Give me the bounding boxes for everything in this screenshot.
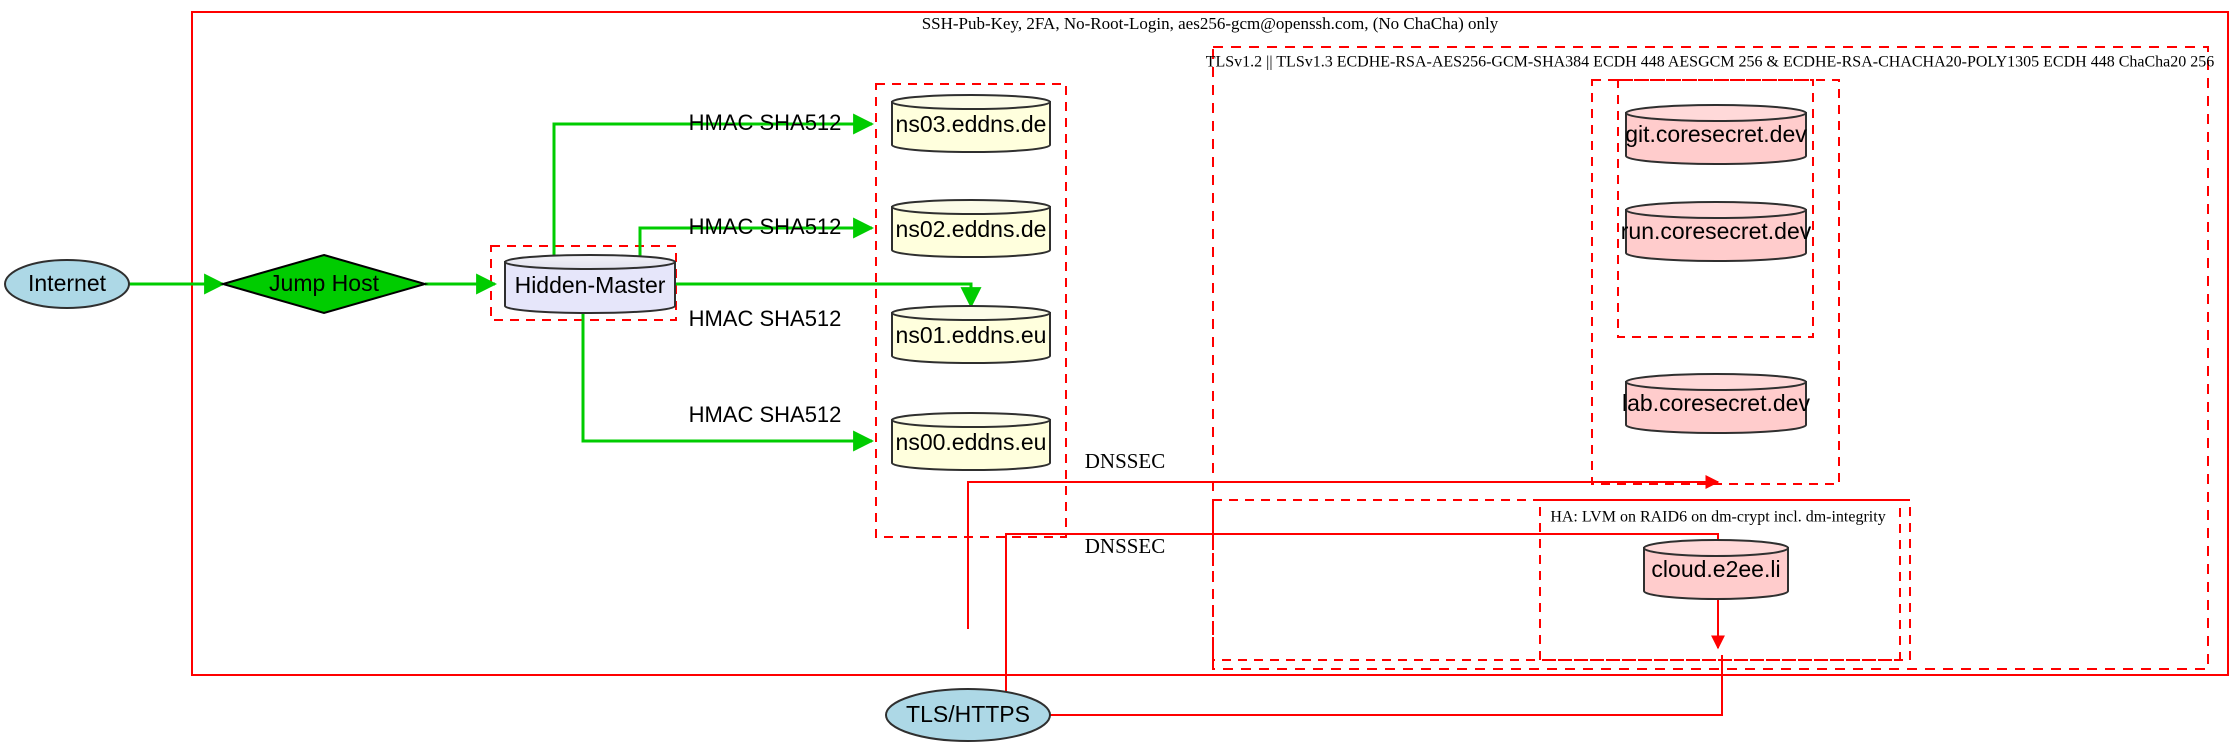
ns02-cylinder-top bbox=[891, 199, 1051, 215]
ns00-cylinder-body bbox=[891, 419, 1051, 471]
node-hidden-master-label: Hidden-Master bbox=[515, 272, 666, 298]
edge-label-hmac-ns01: HMAC SHA512 bbox=[689, 306, 842, 331]
cluster-lower-right-box bbox=[1212, 499, 1911, 661]
cluster-coresecret-inner-box bbox=[1617, 79, 1814, 338]
cluster-dns-box bbox=[875, 83, 1067, 538]
node-run-coresecret[interactable]: run.coresecret.dev bbox=[1621, 201, 1812, 262]
cluster-ssh-box bbox=[191, 11, 2229, 676]
edge-label-hmac-ns03: HMAC SHA512 bbox=[689, 110, 842, 135]
ns00-cylinder-top bbox=[891, 412, 1051, 428]
node-tls-https-label: TLS/HTTPS bbox=[906, 701, 1030, 727]
node-run-coresecret-label: run.coresecret.dev bbox=[1621, 218, 1812, 244]
edge-dnssec-lower bbox=[1005, 533, 1725, 714]
node-ns00-label: ns00.eddns.eu bbox=[896, 429, 1047, 455]
ns02-cylinder-body bbox=[891, 206, 1051, 258]
cloud-cylinder-body bbox=[1643, 547, 1789, 600]
cluster-tls-box bbox=[1212, 46, 2209, 670]
node-internet-label: Internet bbox=[28, 270, 107, 296]
node-hidden-master[interactable]: Hidden-Master bbox=[504, 254, 676, 314]
jumphost-diamond-shape bbox=[219, 253, 429, 315]
ns01-cylinder-top bbox=[891, 305, 1051, 321]
node-git-coresecret-label: git.coresecret.dev bbox=[1625, 121, 1807, 147]
node-jump-host[interactable]: Jump Host bbox=[219, 253, 429, 315]
node-internet[interactable]: Internet bbox=[4, 259, 130, 309]
node-lab-coresecret-label: lab.coresecret.dev bbox=[1622, 390, 1810, 416]
node-cloud-e2ee[interactable]: cloud.e2ee.li bbox=[1643, 539, 1789, 600]
edge-label-hmac-ns02: HMAC SHA512 bbox=[689, 214, 842, 239]
node-tls-https[interactable]: TLS/HTTPS bbox=[885, 688, 1051, 742]
ns03-cylinder-top bbox=[891, 94, 1051, 110]
edge-label-dnssec-lower: DNSSEC bbox=[1085, 534, 1166, 558]
ns03-cylinder-body bbox=[891, 101, 1051, 153]
node-ns02-label: ns02.eddns.de bbox=[896, 216, 1047, 242]
edge-label-dnssec-upper: DNSSEC bbox=[1085, 449, 1166, 473]
edge-hiddenmaster-to-ns02 bbox=[638, 217, 875, 262]
edge-label-hmac-ns00: HMAC SHA512 bbox=[689, 402, 842, 427]
edge-dnssec-upper bbox=[967, 475, 1720, 629]
node-ns00[interactable]: ns00.eddns.eu bbox=[891, 412, 1051, 471]
hidden-master-cylinder-top bbox=[504, 254, 676, 270]
node-ns02[interactable]: ns02.eddns.de bbox=[891, 199, 1051, 258]
hidden-master-cylinder-body bbox=[504, 261, 676, 314]
edge-hiddenmaster-to-ns01 bbox=[676, 282, 982, 309]
edge-hiddenmaster-to-ns03 bbox=[552, 113, 875, 262]
internet-ellipse-shape bbox=[4, 259, 130, 309]
lab-cylinder-body bbox=[1625, 381, 1807, 434]
node-lab-coresecret[interactable]: lab.coresecret.dev bbox=[1622, 373, 1810, 434]
node-ns01[interactable]: ns01.eddns.eu bbox=[891, 305, 1051, 364]
node-ns01-label: ns01.eddns.eu bbox=[896, 322, 1047, 348]
node-ns03[interactable]: ns03.eddns.de bbox=[891, 94, 1051, 153]
cluster-ha-box bbox=[1539, 499, 1901, 661]
node-ns03-label: ns03.eddns.de bbox=[896, 111, 1047, 137]
edge-hiddenmaster-to-ns00 bbox=[581, 306, 875, 452]
lab-cylinder-top bbox=[1625, 373, 1807, 391]
node-cloud-e2ee-label: cloud.e2ee.li bbox=[1651, 556, 1780, 582]
run-cylinder-body bbox=[1625, 209, 1807, 262]
node-git-coresecret[interactable]: git.coresecret.dev bbox=[1625, 104, 1807, 165]
git-cylinder-top bbox=[1625, 104, 1807, 122]
tls-https-ellipse-shape bbox=[885, 688, 1051, 742]
cloud-cylinder-top bbox=[1643, 539, 1789, 557]
edge-tlshttps-to-tls-cluster bbox=[1050, 655, 1723, 716]
cluster-ha-label: HA: LVM on RAID6 on dm-crypt incl. dm-in… bbox=[1550, 509, 1885, 526]
run-cylinder-top bbox=[1625, 201, 1807, 219]
cluster-ssh-label: SSH-Pub-Key, 2FA, No-Root-Login, aes256-… bbox=[922, 14, 1499, 33]
ns01-cylinder-body bbox=[891, 312, 1051, 364]
git-cylinder-body bbox=[1625, 112, 1807, 165]
cluster-tls-label: TLSv1.2 || TLSv1.3 ECDHE-RSA-AES256-GCM-… bbox=[1206, 54, 2215, 71]
node-jump-host-label: Jump Host bbox=[269, 270, 380, 296]
